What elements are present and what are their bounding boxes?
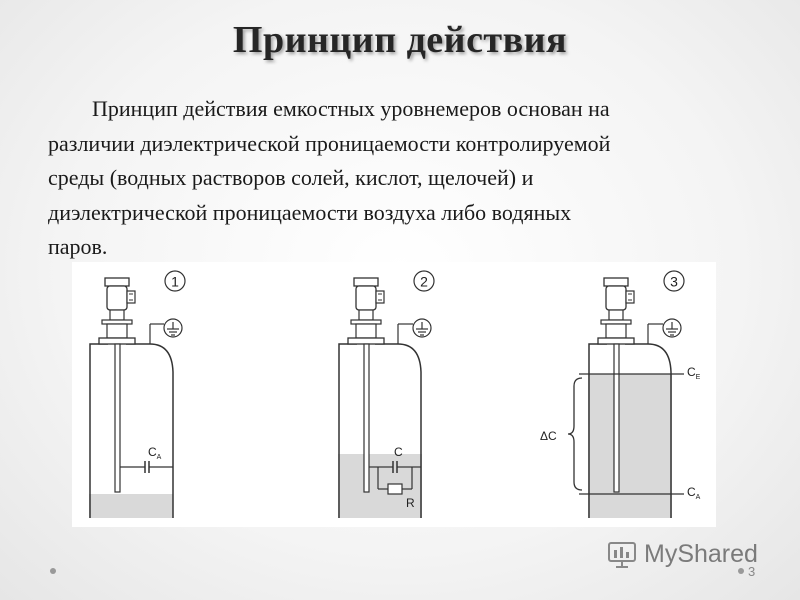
delta-brace — [567, 377, 583, 491]
panel-number: 3 — [670, 274, 678, 290]
nav-dot-right — [738, 568, 744, 574]
upper-capacitance-label: CE — [687, 365, 701, 381]
level-sensor-diagram: 1 CA 2 — [72, 262, 716, 527]
body-paragraph: Принцип действия емкостных уровнемеров о… — [48, 92, 748, 265]
diagram-svg: 1 CA 2 — [89, 270, 701, 518]
panel-number-badge — [663, 270, 685, 292]
watermark-text: MyShared — [644, 539, 758, 568]
probe-rod — [363, 343, 370, 493]
liquid-level — [588, 374, 672, 518]
panel-1: 1 CA — [89, 270, 186, 518]
panel-number: 2 — [420, 274, 428, 290]
page-number: 3 — [748, 564, 756, 579]
delta-capacitance-label: ΔC — [540, 429, 557, 443]
slide-title: Принцип действия — [232, 19, 568, 61]
liquid-level — [89, 494, 173, 518]
capacitor-label: CA — [148, 445, 162, 461]
lower-capacitance-label: CA — [687, 485, 701, 501]
panel-3: 3 CE CA ΔC — [540, 270, 701, 518]
capacitor-label: C — [394, 445, 403, 459]
paragraph-line: среды (водных растворов солей, кислот, щ… — [48, 165, 534, 190]
probe-rod — [613, 343, 620, 493]
resistor-symbol — [387, 483, 403, 495]
liquid-level — [338, 454, 422, 518]
panel-number-badge — [164, 270, 186, 292]
probe-rod — [114, 343, 121, 493]
paragraph-line: паров. — [48, 234, 108, 259]
paragraph-line: различии диэлектрической проницаемости к… — [48, 130, 611, 156]
resistor-label: R — [406, 496, 415, 510]
paragraph-line: Принцип действия емкостных уровнемеров о… — [92, 96, 610, 121]
panel-2: 2 C R — [338, 270, 435, 518]
paragraph-line: диэлектрической проницаемости воздуха ли… — [48, 199, 572, 225]
myshared-logo-icon — [608, 542, 636, 568]
panel-number-badge — [413, 270, 435, 292]
nav-dot-left — [50, 568, 56, 574]
panel-number: 1 — [171, 274, 179, 290]
watermark: MyShared — [606, 536, 758, 572]
tank-wall — [89, 343, 174, 518]
